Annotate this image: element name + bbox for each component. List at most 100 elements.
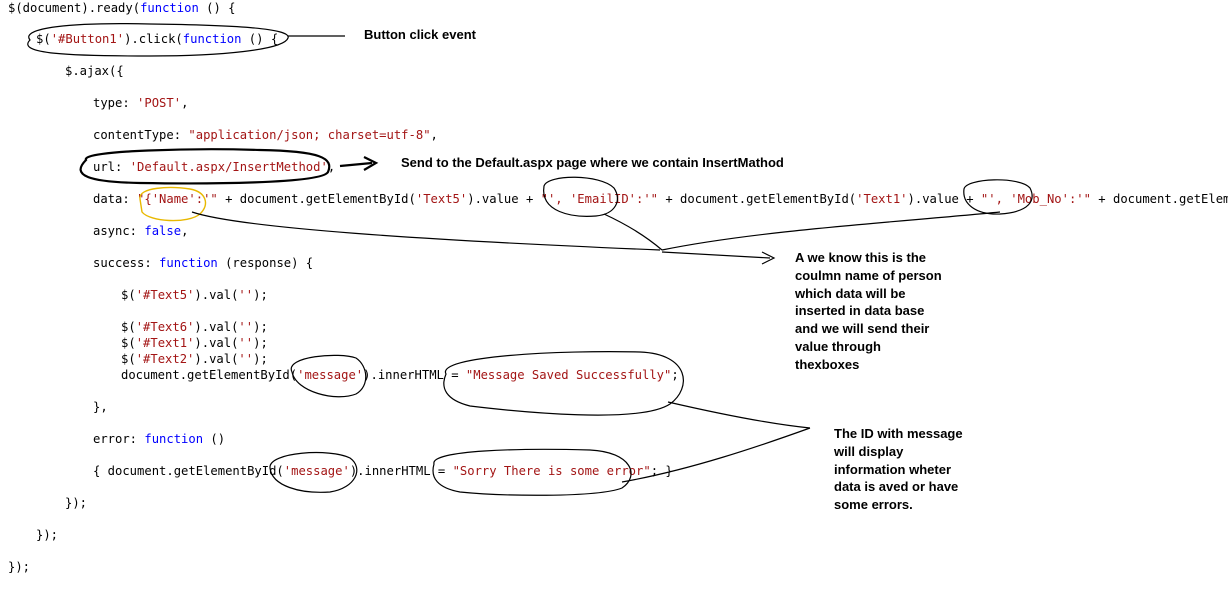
saved-connector-line <box>667 401 811 429</box>
code-text: ).val( <box>194 336 239 350</box>
string-literal: 'Text1' <box>856 192 908 206</box>
code-line-16: error: function () <box>93 431 225 447</box>
url-arrow-head <box>363 156 379 171</box>
message-ellipse-2 <box>269 451 358 493</box>
code-line-7: data: "{'Name':'" + document.getElementB… <box>93 191 1228 207</box>
code-text: $( <box>121 352 136 366</box>
string-literal: 'message' <box>297 368 364 382</box>
code-text: url: <box>93 160 130 174</box>
code-text: }, <box>93 400 108 414</box>
string-literal: '#Button1' <box>50 32 125 46</box>
code-text: + document.getElementById( <box>217 192 416 206</box>
button-click-note: Button click event <box>364 27 476 42</box>
url-ellipse <box>79 148 331 185</box>
code-text: ; <box>671 368 679 382</box>
string-literal: "{'Name':'" <box>137 192 218 206</box>
message-ellipse-1 <box>290 354 367 398</box>
code-text: () <box>203 432 226 446</box>
code-line-12: $('#Text1').val(''); <box>121 335 268 351</box>
code-text: }); <box>36 528 59 542</box>
code-text: }); <box>65 496 88 510</box>
emailid-key-ellipse <box>543 176 618 217</box>
code-text: ).innerHTML = <box>363 368 466 382</box>
code-text: ); <box>253 336 268 350</box>
column-note: A we know this is the coulmn name of per… <box>795 250 942 372</box>
code-line-10: $('#Text5').val(''); <box>121 287 268 303</box>
error-connector-line <box>621 427 811 483</box>
code-text: (response) { <box>217 256 314 270</box>
string-literal: '#Text6' <box>135 320 195 334</box>
code-line-3: $.ajax({ <box>65 63 124 79</box>
code-text: ).val( <box>194 288 239 302</box>
code-text: ).val( <box>194 320 239 334</box>
button-click-ellipse <box>27 23 289 57</box>
string-literal: "application/json; charset=utf-8" <box>188 128 431 142</box>
emailid-connector-line <box>603 213 663 251</box>
column-arrow-head <box>761 251 776 265</box>
code-text: ).value + <box>907 192 981 206</box>
code-text: data: <box>93 192 138 206</box>
code-line-5: contentType: "application/json; charset=… <box>93 127 438 143</box>
string-literal: "Message Saved Successfully" <box>465 368 672 382</box>
code-line-19: }); <box>36 527 58 543</box>
url-arrow-shaft <box>339 161 373 168</box>
string-literal: "', 'EmailID':'" <box>540 192 659 206</box>
keyword: function <box>182 32 242 46</box>
code-text: + document.getElementById( <box>658 192 857 206</box>
code-text: $( <box>36 32 51 46</box>
string-literal: '#Text1' <box>135 336 195 350</box>
code-text: () { <box>241 32 279 46</box>
saved-message-ellipse <box>443 351 684 416</box>
code-text: , <box>181 224 189 238</box>
code-text: $( <box>121 320 136 334</box>
code-text: ).click( <box>124 32 183 46</box>
mobno-connector-line <box>661 211 1001 251</box>
code-text: , <box>181 96 189 110</box>
code-text: ); <box>253 320 268 334</box>
string-literal: '' <box>238 320 254 334</box>
code-line-18: }); <box>65 495 87 511</box>
code-text: $.ajax({ <box>65 64 124 78</box>
string-literal: "Sorry There is some error" <box>452 464 651 478</box>
string-literal: 'POST' <box>137 96 182 110</box>
code-text: contentType: <box>93 128 189 142</box>
keyword: function <box>144 432 204 446</box>
code-text: ).innerHTML = <box>349 464 453 478</box>
keyword: function <box>140 1 199 15</box>
code-line-17: { document.getElementById('message').inn… <box>93 463 673 479</box>
code-line-9: success: function (response) { <box>93 255 313 271</box>
code-line-11: $('#Text6').val(''); <box>121 319 268 335</box>
code-text: ); <box>253 352 268 366</box>
keyword: false <box>144 224 182 238</box>
string-literal: '' <box>238 352 254 366</box>
string-literal: 'Text5' <box>415 192 468 206</box>
code-line-4: type: 'POST', <box>93 95 188 111</box>
code-line-6: url: 'Default.aspx/InsertMethod', <box>93 159 335 175</box>
string-literal: 'message' <box>283 464 350 478</box>
code-text: $( <box>121 288 136 302</box>
code-text: + document.getElementById <box>1098 192 1228 206</box>
code-text: type: <box>93 96 138 110</box>
name-connector-line <box>191 211 661 251</box>
code-text: ; } <box>650 464 673 478</box>
code-text: , <box>327 160 336 174</box>
code-text: success: <box>93 256 160 270</box>
column-arrow-shaft <box>661 251 771 259</box>
error-message-ellipse <box>432 448 632 496</box>
code-line-1: $(document).ready(function () { <box>8 0 235 16</box>
code-text: () { <box>198 1 236 15</box>
code-text: }); <box>8 560 31 574</box>
name-key-ellipse <box>139 186 207 222</box>
code-text: , <box>430 128 438 142</box>
code-line-15: }, <box>93 399 108 415</box>
code-text: ); <box>253 288 268 302</box>
mobno-key-ellipse <box>963 179 1033 215</box>
string-literal: '#Text2' <box>135 352 195 366</box>
code-line-20: }); <box>8 559 30 575</box>
send-to-note: Send to the Default.aspx page where we c… <box>401 155 784 170</box>
code-text: { document.getElementById( <box>93 464 284 478</box>
string-literal: '' <box>238 288 254 302</box>
code-line-8: async: false, <box>93 223 188 239</box>
code-text: document.getElementById( <box>121 368 298 382</box>
